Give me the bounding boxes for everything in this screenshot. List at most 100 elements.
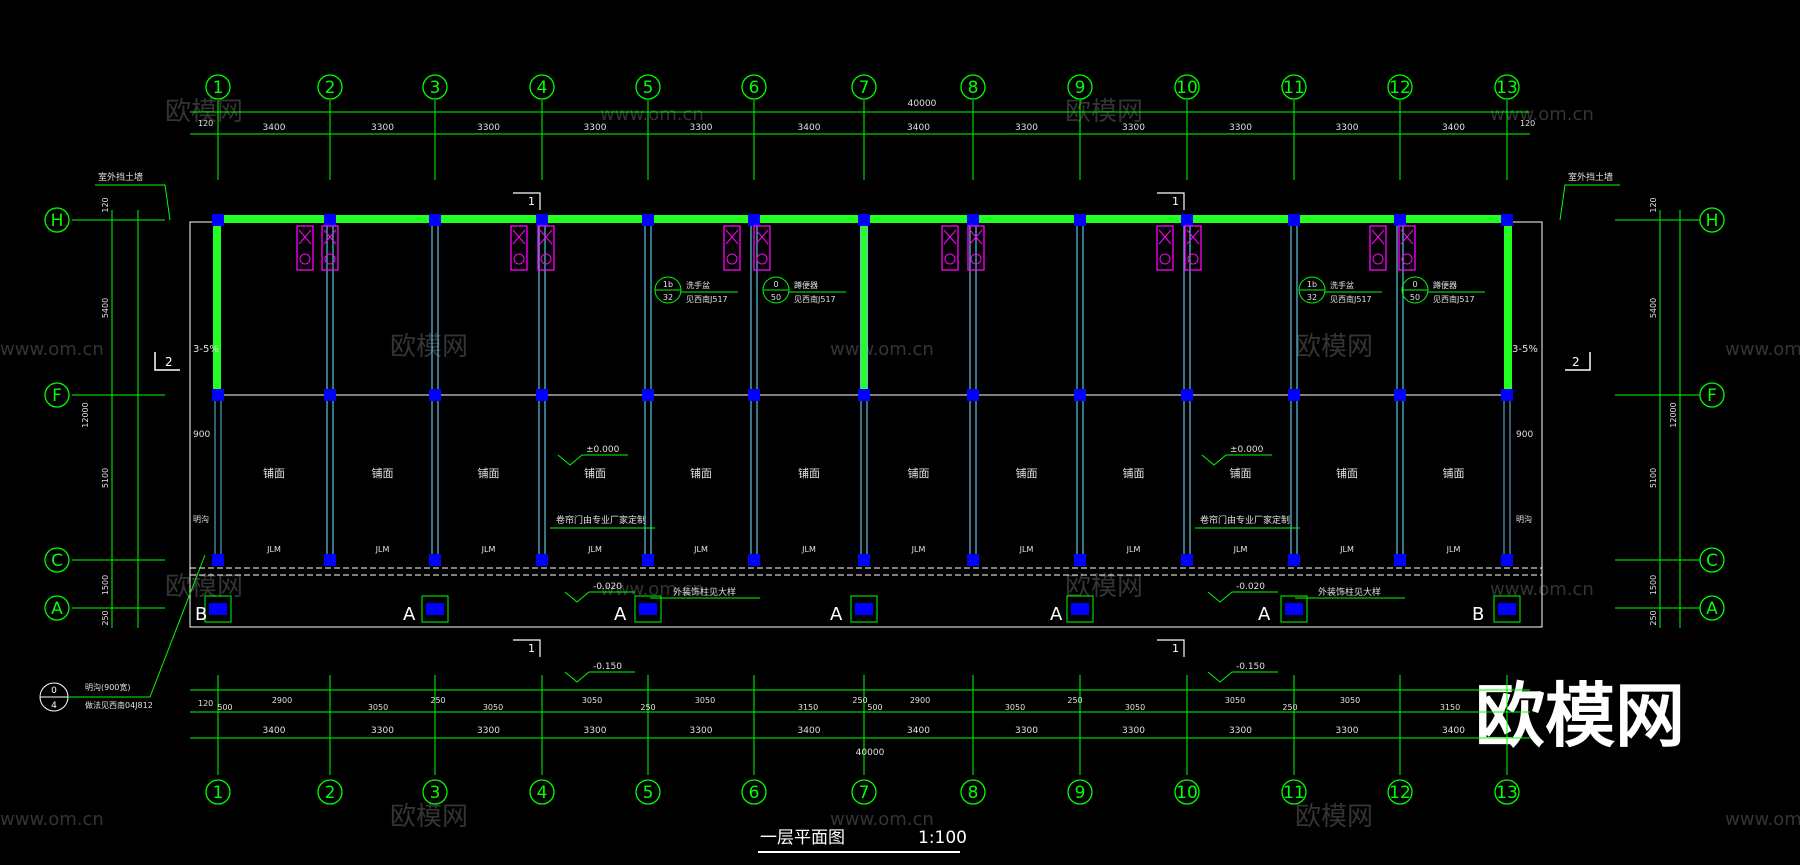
toilet-fixture-x — [725, 229, 739, 245]
east-wall — [1504, 220, 1512, 395]
dim-span-bottom: 3400 — [798, 726, 821, 736]
decorative-column — [1498, 603, 1516, 615]
dim-detail-bottom: 3050 — [1005, 703, 1025, 712]
axis-bubble-H-circle — [1699, 207, 1725, 233]
toilet-fixture-bowl — [513, 253, 525, 265]
column — [858, 214, 870, 226]
annotations: JLM铺面JLM铺面JLM铺面JLM铺面JLM铺面JLM铺面JLM铺面JLM铺面… — [39, 171, 1620, 712]
dimension-900: 900 — [193, 430, 210, 440]
axis-bubble-2-circle — [317, 779, 343, 805]
column — [642, 389, 654, 401]
dim-edge-offset: 120 — [198, 699, 213, 708]
column — [324, 214, 336, 226]
watermark-brand: 欧模网 — [165, 572, 243, 602]
section-mark-label: 1 — [528, 195, 535, 208]
axis-bubble-F-circle — [1699, 382, 1725, 408]
decorative-column — [209, 603, 227, 615]
axis-bubble-A-circle — [44, 595, 70, 621]
door-code: JLM — [1446, 545, 1461, 554]
dim-detail-bottom: 3150 — [1440, 703, 1460, 712]
dim-vertical-left: 1500 — [101, 575, 110, 595]
watermark-brand: 欧模网 — [1295, 332, 1373, 362]
column — [1501, 389, 1513, 401]
toilet-fixture — [753, 225, 771, 271]
section-mark-label: 1 — [1172, 642, 1179, 655]
axis-bubble-A-circle — [1699, 595, 1725, 621]
axis-bubble-2-circle — [317, 74, 343, 100]
dim-span-bottom: 3300 — [371, 726, 394, 736]
column — [748, 214, 760, 226]
dim-detail-bottom: 3050 — [1125, 703, 1145, 712]
dim-vertical-right: 5100 — [1649, 468, 1658, 488]
room-label: 铺面 — [1443, 467, 1465, 480]
axis-bubble-11: 11 — [1283, 78, 1305, 98]
section-mark — [1157, 639, 1185, 657]
level-marker — [1207, 671, 1278, 683]
toilet-fixture-bowl — [1187, 253, 1199, 265]
fixture-callout-number: 32 — [1307, 293, 1317, 302]
column — [212, 554, 224, 566]
axis-bubble-C: C — [51, 551, 63, 571]
decorative-column — [1071, 603, 1089, 615]
axis-bubble-3-circle — [422, 779, 448, 805]
column — [1074, 389, 1086, 401]
axis-bubble-1: 1 — [213, 783, 224, 803]
axis-bubble-3: 3 — [430, 78, 441, 98]
dim-span-top: 3300 — [1336, 123, 1359, 133]
dim-vertical-left: 5400 — [101, 298, 110, 318]
axis-bubble-9-circle — [1067, 779, 1093, 805]
axis-bubble-12-circle — [1387, 74, 1413, 100]
dim-detail-bottom: 3050 — [1340, 696, 1360, 705]
toilet-fixture-x — [755, 229, 769, 245]
door-code: JLM — [693, 545, 708, 554]
dim-vertical-left: 250 — [101, 610, 110, 625]
ditch-callout-number: 4 — [51, 701, 57, 711]
axis-bubble-C-circle — [1699, 547, 1725, 573]
column-type-letter: A — [614, 604, 627, 625]
door-code: JLM — [481, 545, 496, 554]
dim-detail-bottom: 500 — [867, 703, 882, 712]
watermark-layer: 欧模网 www.om.cn 欧模网 www.om.cn www.om.cn 欧模… — [0, 97, 1800, 832]
room-label: 铺面 — [798, 467, 820, 480]
room-label: 铺面 — [1230, 467, 1252, 480]
axis-bubble-12-circle — [1387, 779, 1413, 805]
axis-bubble-13: 13 — [1496, 783, 1518, 803]
dim-vertical-right-total: 12000 — [1669, 402, 1678, 427]
axis-bubble-2: 2 — [325, 78, 336, 98]
door-code: JLM — [1126, 545, 1141, 554]
axis-bubble-7-circle — [851, 779, 877, 805]
decorative-column — [426, 603, 444, 615]
fixture-callout-ref: 见西南J517 — [794, 294, 836, 304]
room-label: 铺面 — [478, 467, 500, 480]
dim-span-top: 3300 — [1122, 123, 1145, 133]
ditch-label: 明沟 — [193, 514, 209, 524]
watermark-brand: 欧模网 — [1065, 572, 1143, 602]
axis-bubble-5: 5 — [643, 78, 654, 98]
toilet-fixture — [1184, 225, 1202, 271]
dim-detail-bottom: 250 — [1067, 696, 1082, 705]
dim-vertical-right: 250 — [1649, 610, 1658, 625]
door-code: JLM — [1233, 545, 1248, 554]
fixture-callout-text: 洗手盆 — [686, 280, 710, 290]
column — [429, 389, 441, 401]
dim-span-bottom: 3300 — [1229, 726, 1252, 736]
column — [324, 554, 336, 566]
column — [967, 214, 979, 226]
decorative-column-outline — [1280, 595, 1308, 623]
column — [858, 389, 870, 401]
toilet-fixture-bowl — [970, 253, 982, 265]
column-type-letter: A — [830, 604, 843, 625]
fixture-callout-text: 蹲便器 — [1433, 280, 1457, 290]
fixture-callout-number: 50 — [1410, 293, 1420, 302]
axis-bubble-A: A — [1706, 599, 1718, 619]
door-code: JLM — [375, 545, 390, 554]
column — [1288, 214, 1300, 226]
decorative-column-outline — [1066, 595, 1094, 623]
dim-detail-bottom: 3050 — [1225, 696, 1245, 705]
axis-bubble-1: 1 — [213, 78, 224, 98]
dim-vertical-left: 120 — [101, 197, 110, 212]
toilet-fixture-bowl — [324, 253, 336, 265]
decorative-column-outline — [204, 595, 232, 623]
